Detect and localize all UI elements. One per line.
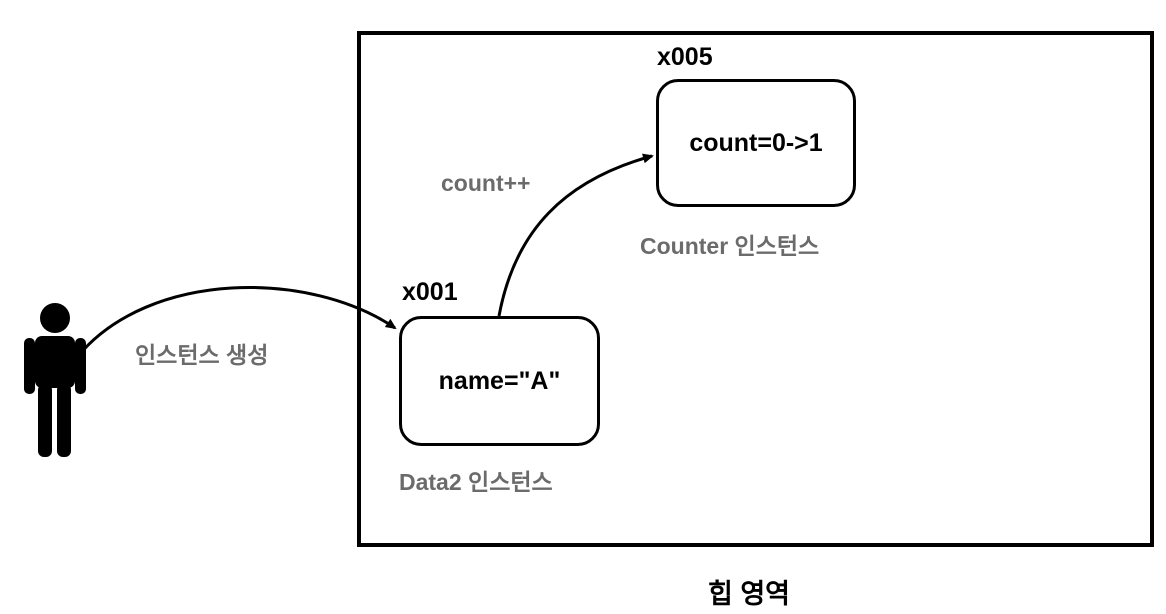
count-increment-label: count++ bbox=[441, 170, 531, 196]
counter-instance-caption: Counter 인스턴스 bbox=[640, 233, 820, 259]
heap-area bbox=[357, 31, 1154, 547]
counter-address: x005 bbox=[657, 43, 713, 71]
create-instance-label: 인스턴스 생성 bbox=[135, 342, 269, 368]
data2-instance-box: name="A" bbox=[399, 316, 600, 446]
data2-field: name="A" bbox=[438, 366, 561, 395]
counter-instance-box: count=0->1 bbox=[656, 79, 856, 207]
count-increment-arrow bbox=[497, 153, 654, 317]
heap-label: 힙 영역 bbox=[708, 579, 791, 609]
person-icon bbox=[24, 303, 86, 457]
data2-instance-caption: Data2 인스턴스 bbox=[399, 469, 553, 495]
counter-field: count=0->1 bbox=[689, 128, 823, 157]
data2-address: x001 bbox=[402, 278, 458, 306]
